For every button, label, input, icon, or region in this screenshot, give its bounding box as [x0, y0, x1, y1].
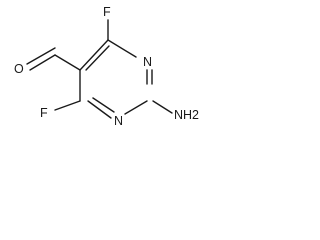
nitrogen-bottom-label: N	[114, 114, 123, 128]
molecule-diagram: F F N N NH2 O	[14, 5, 199, 128]
bond-c4-f	[54, 100, 81, 111]
bond-n3-c4	[87, 100, 112, 119]
fluorine-left-label: F	[40, 106, 48, 120]
aldehyde-oxygen-label: O	[14, 62, 24, 76]
bond-c6-n1	[107, 39, 137, 58]
bond-c5-c6-inner	[85, 45, 110, 71]
bond-c5-c6	[79, 39, 109, 71]
bond-cho-o	[29, 54, 56, 71]
bond-c5-cho	[54, 54, 81, 71]
bond-c2-n3	[124, 100, 148, 115]
bond-c2-nh2	[152, 100, 173, 114]
nitrogen-right-label: N	[143, 55, 152, 69]
bond-cho-o-inner	[26, 47, 56, 65]
bond-n3-c4-inner	[92, 97, 115, 113]
fluorine-top-label: F	[103, 5, 111, 19]
amine-label: NH2	[174, 108, 199, 122]
